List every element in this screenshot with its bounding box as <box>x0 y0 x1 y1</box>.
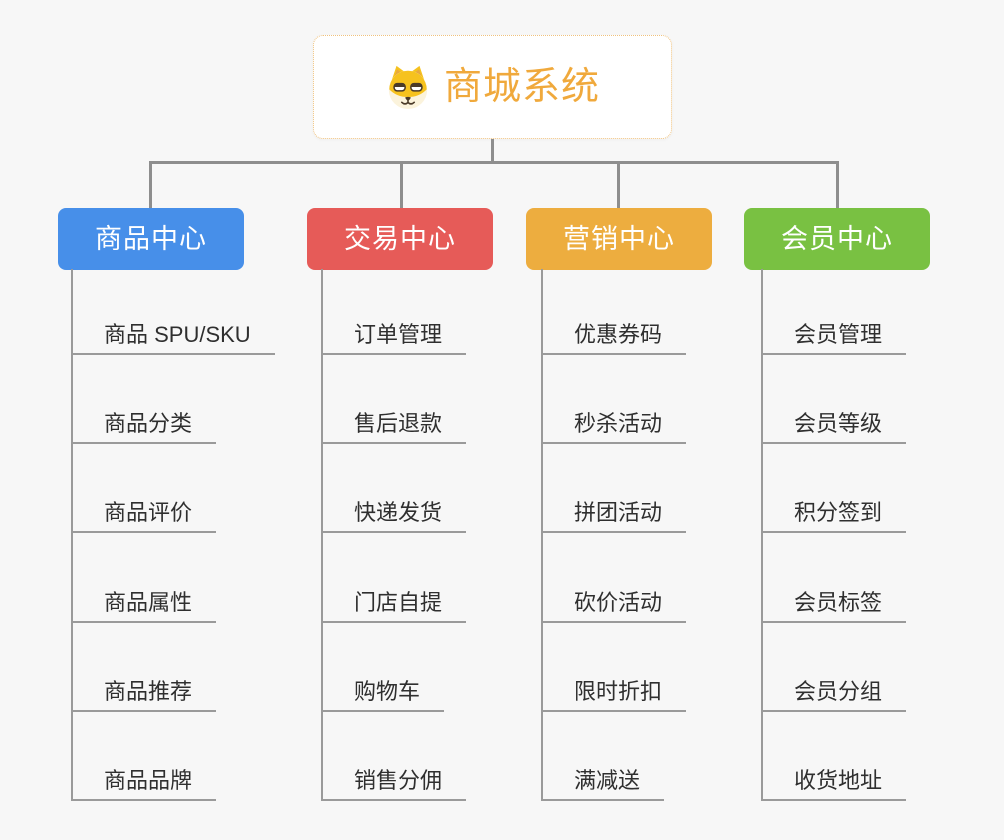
connector-branch-stub <box>617 161 620 208</box>
leaf-node[interactable]: 砍价活动 <box>541 578 687 623</box>
branch-node-member-center[interactable]: 会员中心 <box>744 208 930 270</box>
branch-node-label: 商品中心 <box>95 223 207 254</box>
connector-root-stem <box>491 139 494 164</box>
leaf-node[interactable]: 订单管理 <box>321 310 467 355</box>
root-node-mall-system[interactable]: 商城系统 <box>313 35 672 139</box>
leaf-node[interactable]: 商品推荐 <box>71 667 217 712</box>
leaf-node[interactable]: 商品评价 <box>71 488 217 533</box>
leaf-node[interactable]: 会员标签 <box>761 578 907 623</box>
leaf-node[interactable]: 商品属性 <box>71 578 217 623</box>
leaf-node[interactable]: 限时折扣 <box>541 667 687 712</box>
branch-node-product-center[interactable]: 商品中心 <box>58 208 244 270</box>
leaf-node[interactable]: 商品分类 <box>71 399 217 444</box>
leaf-node[interactable]: 会员分组 <box>761 667 907 712</box>
connector-horizontal-rail <box>149 161 839 164</box>
leaf-node[interactable]: 门店自提 <box>321 578 467 623</box>
connector-branch-stub <box>149 161 152 208</box>
leaf-node[interactable]: 积分签到 <box>761 488 907 533</box>
connector-subtree-line <box>71 269 73 801</box>
leaf-node[interactable]: 优惠券码 <box>541 310 687 355</box>
connector-branch-stub <box>836 161 839 208</box>
connector-subtree-line <box>541 269 543 801</box>
branch-node-label: 营销中心 <box>563 223 675 254</box>
leaf-node[interactable]: 商品品牌 <box>71 756 217 801</box>
leaf-node[interactable]: 会员管理 <box>761 310 907 355</box>
leaf-node[interactable]: 满减送 <box>541 756 665 801</box>
connector-subtree-line <box>761 269 763 801</box>
leaf-node[interactable]: 拼团活动 <box>541 488 687 533</box>
leaf-node[interactable]: 销售分佣 <box>321 756 467 801</box>
root-node-label: 商城系统 <box>443 66 600 108</box>
connector-subtree-line <box>321 269 323 801</box>
leaf-node[interactable]: 商品 SPU/SKU <box>71 310 275 355</box>
leaf-node[interactable]: 售后退款 <box>321 399 467 444</box>
leaf-node[interactable]: 快递发货 <box>321 488 467 533</box>
leaf-node[interactable]: 购物车 <box>321 667 445 712</box>
branch-node-trade-center[interactable]: 交易中心 <box>307 208 493 270</box>
leaf-node[interactable]: 秒杀活动 <box>541 399 687 444</box>
shiba-dog-logo-icon <box>388 65 428 110</box>
connector-branch-stub <box>400 161 403 208</box>
branch-node-label: 交易中心 <box>344 223 456 254</box>
branch-node-label: 会员中心 <box>781 223 893 254</box>
branch-node-marketing-center[interactable]: 营销中心 <box>526 208 712 270</box>
leaf-node[interactable]: 收货地址 <box>761 756 907 801</box>
leaf-node[interactable]: 会员等级 <box>761 399 907 444</box>
